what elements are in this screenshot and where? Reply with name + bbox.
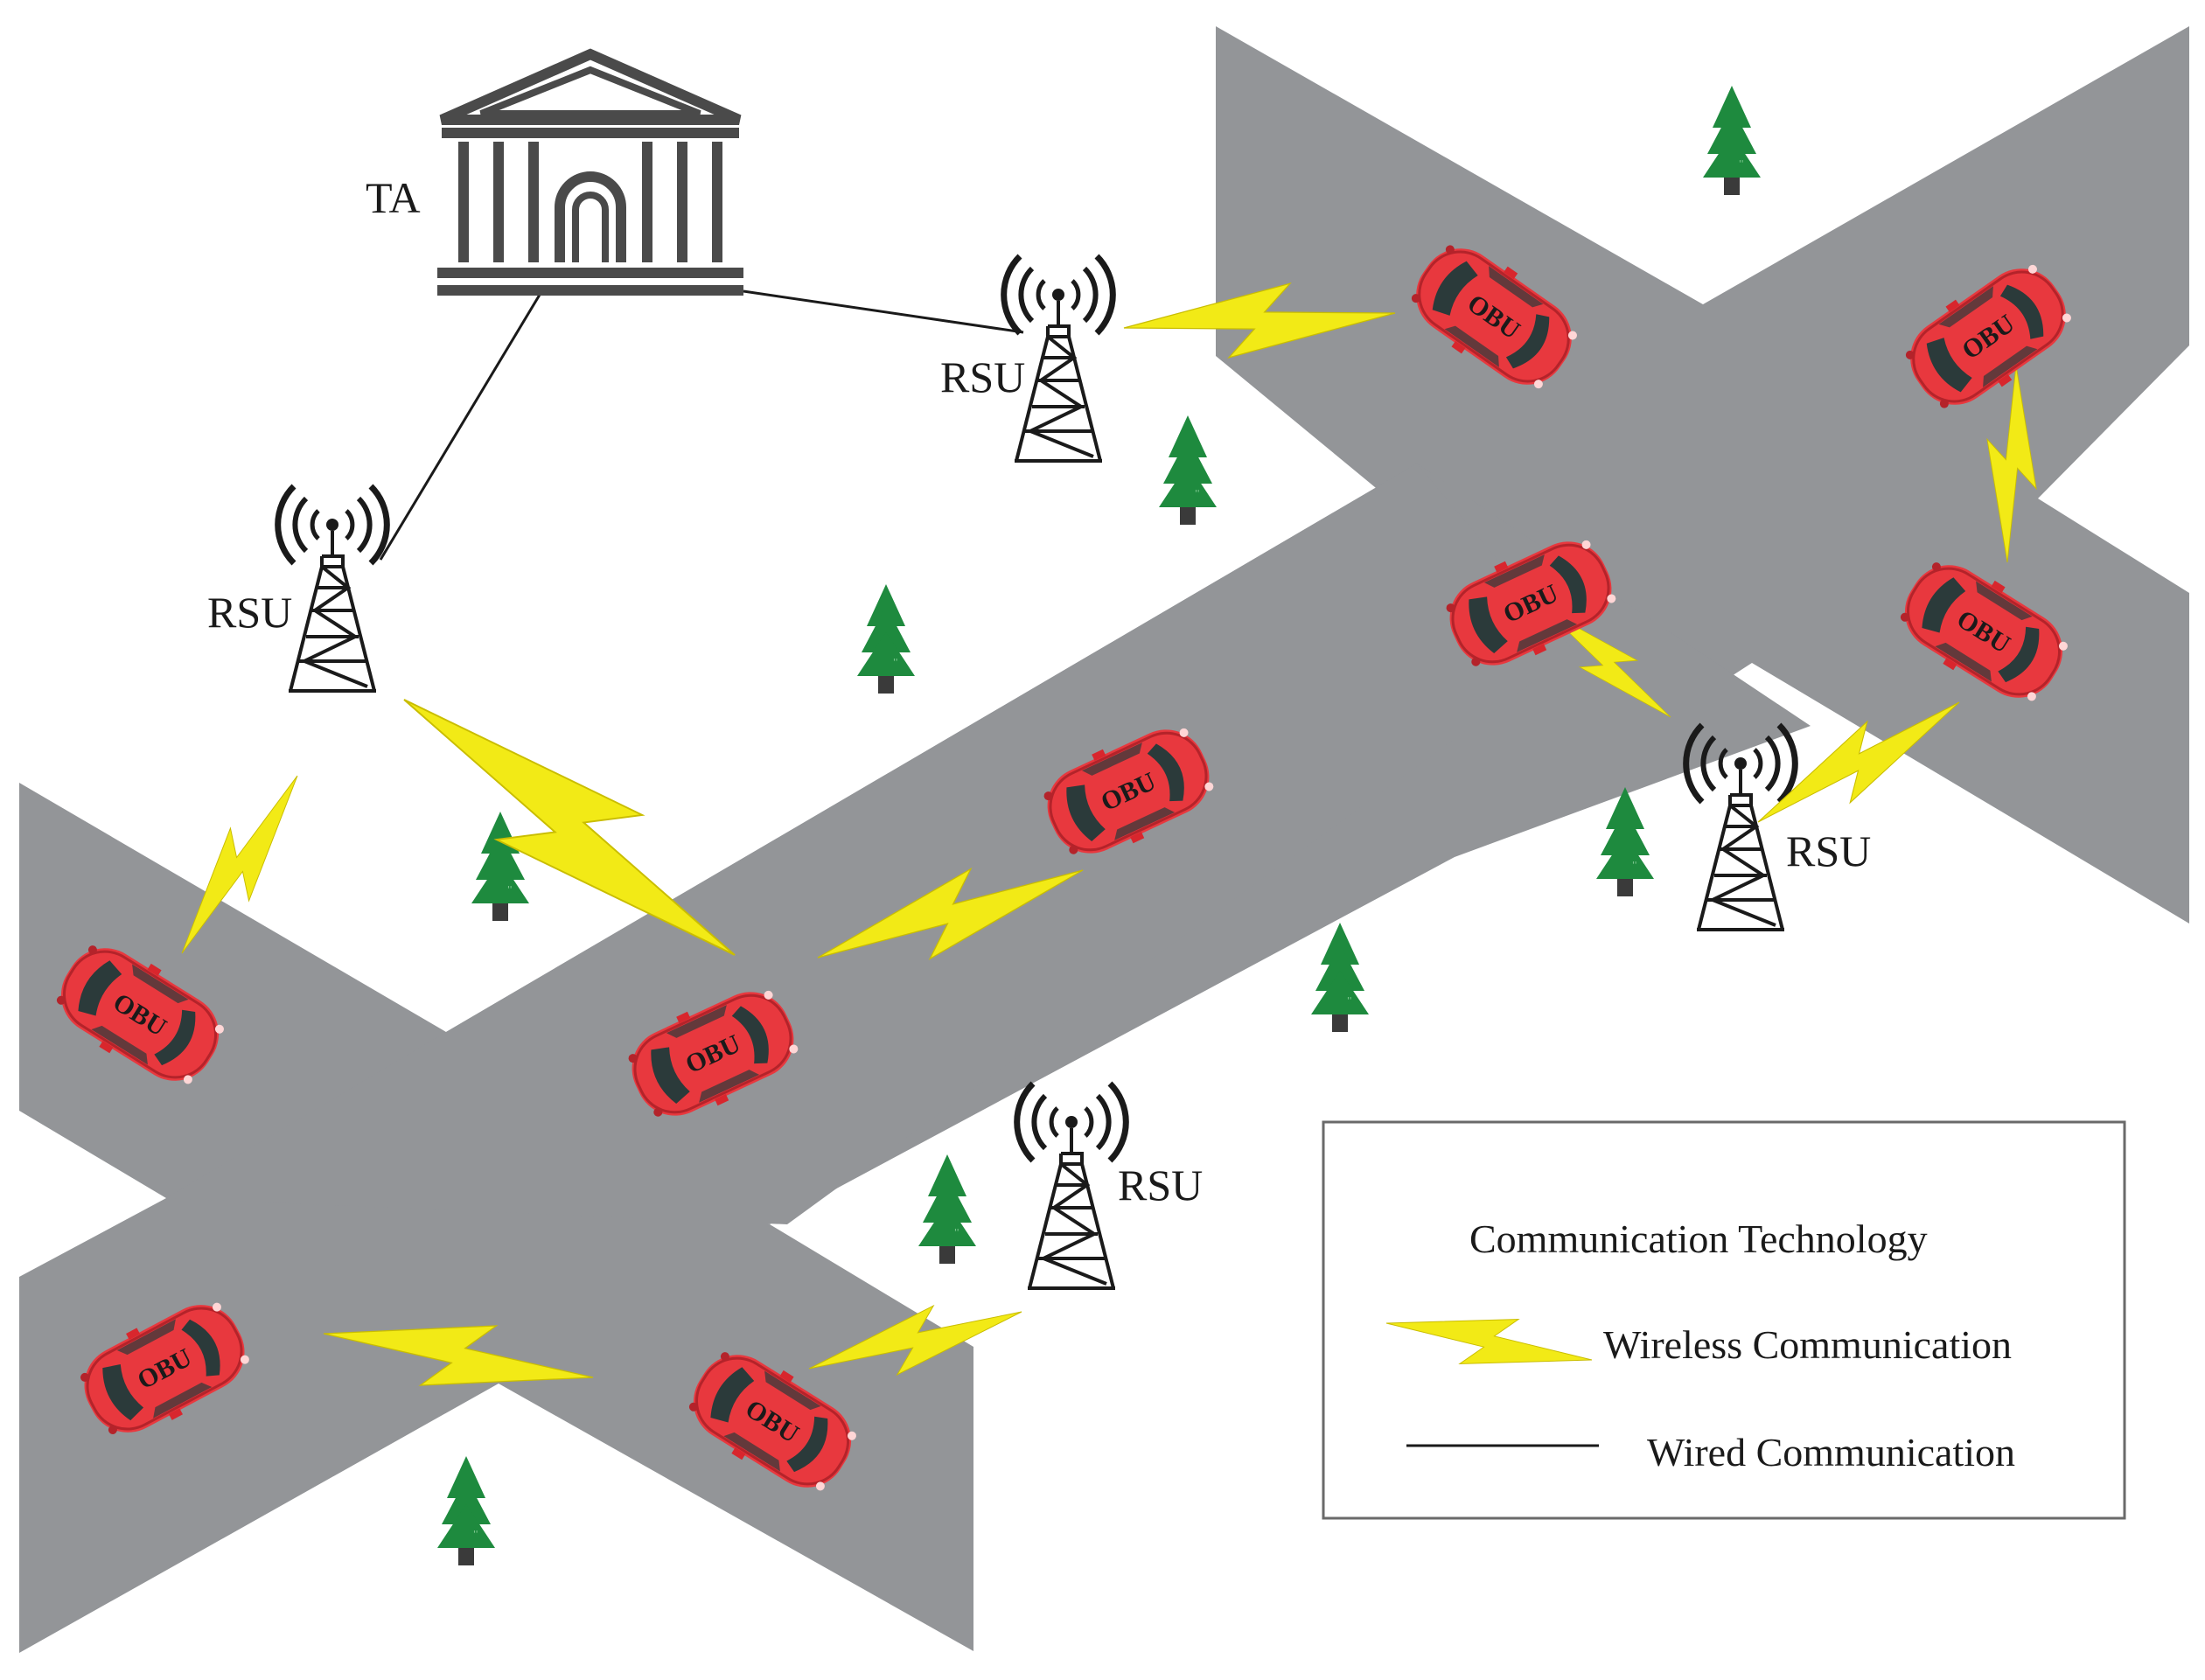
radio-tower-icon [278,486,387,691]
ta-label: TA [366,173,421,222]
bank-building-icon [437,48,743,296]
pine-tree-icon [437,1456,495,1565]
pine-tree-icon [1311,923,1369,1032]
car-icon: OBU [674,1334,870,1509]
car-icon: OBU [1433,522,1629,685]
car-icon: OBU [1886,544,2082,719]
car-icon: OBU [1396,227,1592,406]
radio-tower-icon [1686,725,1796,930]
wired-links [379,289,1024,561]
legend-box [1322,1120,2126,1520]
legend-title: Communication Technology [1469,1216,1928,1261]
rsu-label-3: RSU [1786,826,1871,875]
pine-tree-icon [857,584,915,694]
rsu-label-4: RSU [1118,1161,1203,1209]
pine-tree-icon [471,812,529,921]
car-icon: OBU [42,927,238,1102]
car-icon: OBU [1030,710,1226,873]
rsu-label-1: RSU [207,588,292,637]
legend-wired-label: Wired Communication [1647,1430,2015,1474]
car-icon: OBU [1890,247,2086,426]
car-icon: OBU [66,1285,262,1453]
legend: Communication Technology Wireless Commun… [1322,1120,2126,1520]
main-road-fill [166,464,1574,1224]
wired-link-ta-rsu1 [379,289,544,561]
pine-tree-icon [918,1154,976,1264]
pine-tree-icon [1596,787,1654,896]
radio-tower-icon [1017,1084,1127,1288]
wired-link-ta-rsu2 [743,289,1024,334]
vehicles: OBU OBU OBU OBU OBU OBU OBU OBU OBU [42,227,2086,1509]
car-icon: OBU [615,972,811,1135]
legend-wireless-label: Wireless Communication [1603,1322,2012,1367]
pine-tree-icon [1703,86,1761,195]
rsu-label-2: RSU [940,352,1025,401]
pine-tree-icon [1159,415,1217,525]
